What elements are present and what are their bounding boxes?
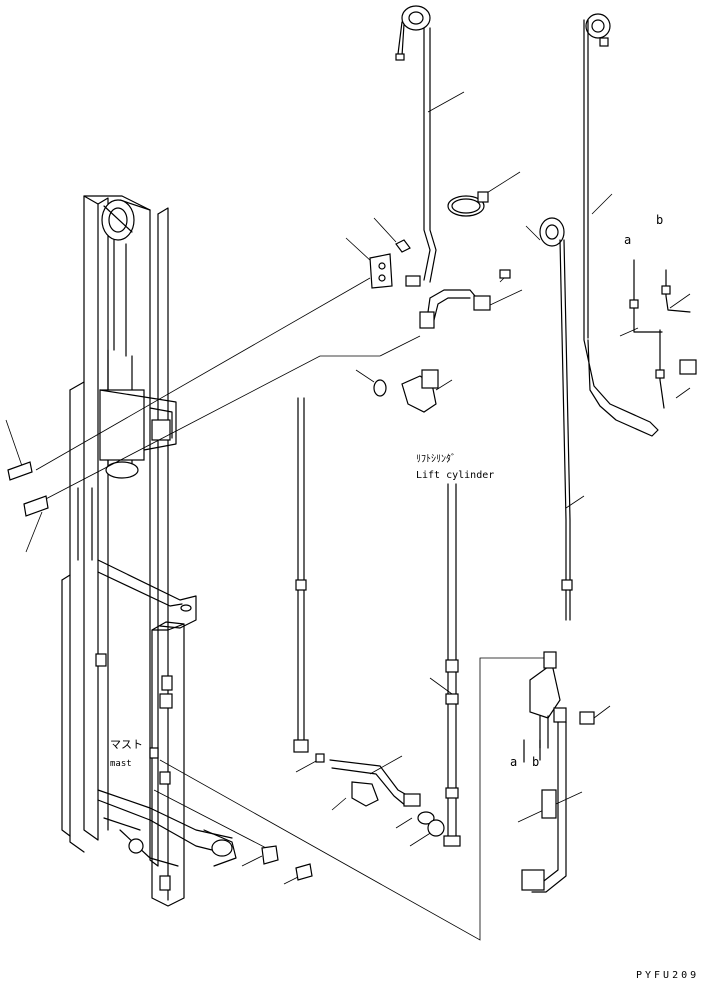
lift-cylinder: [443, 483, 461, 847]
lower-fitting-set: [315, 753, 445, 837]
leader-lines: [5, 91, 691, 941]
flow-valve-assembly: [521, 651, 595, 893]
ref-a-bottom-label: a: [510, 755, 517, 769]
mounting-bracket: [369, 239, 411, 289]
mast-en-label: mast: [110, 759, 132, 769]
hose-clamp: [447, 191, 489, 217]
mast-assembly: [61, 195, 237, 907]
ref-b-top-label: b: [656, 213, 663, 227]
connector-pipe: [419, 269, 511, 329]
ref-b-bottom-label: b: [532, 755, 539, 769]
cylinder-rod-1: [293, 397, 309, 753]
ref-a-top-label: a: [624, 233, 631, 247]
mast-jp-label: マスト: [110, 738, 143, 751]
drawing-code: PYFU209: [636, 970, 699, 981]
hydraulic-hose-3: [539, 217, 573, 621]
elbow-fitting: [373, 369, 439, 413]
hydraulic-hose-2: [583, 13, 659, 437]
hydraulic-hose-1: [395, 5, 437, 287]
branch-pipes: [629, 259, 697, 409]
bottom-bracket: [261, 845, 313, 881]
chain-pulley: [101, 199, 135, 241]
lift-cylinder-jp-label: ﾘﾌﾄｼﾘﾝﾀﾞ: [416, 453, 456, 465]
mounting-bolts: [7, 461, 49, 517]
lift-cylinder-en-label: Lift cylinder: [416, 470, 494, 481]
